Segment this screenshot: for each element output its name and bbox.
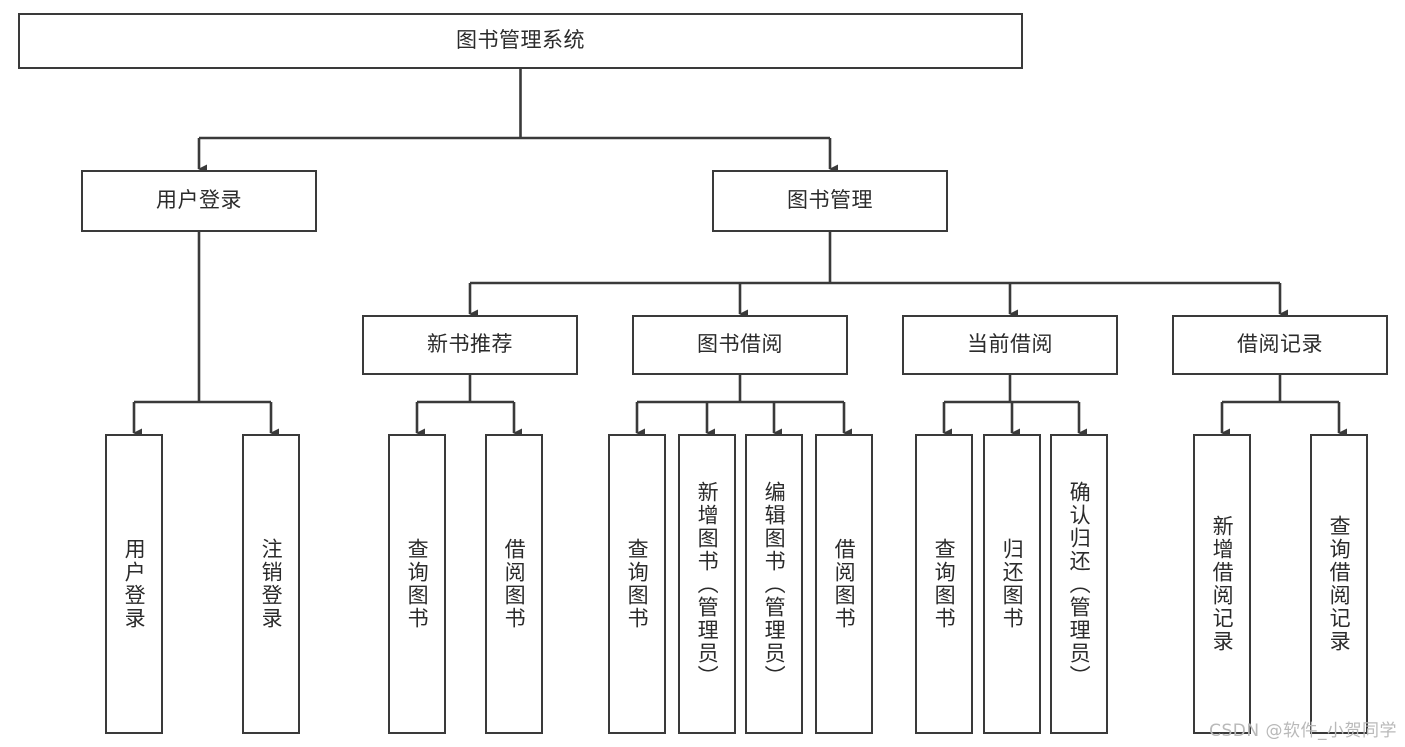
node-label-leaf-query-book-2: 查询图书 (625, 538, 650, 630)
node-leaf-query-record[interactable]: 查询借阅记录 (1310, 434, 1368, 734)
node-label-new-book-rec: 新书推荐 (427, 332, 513, 357)
node-label-leaf-borrow-book-2: 借阅图书 (832, 538, 857, 630)
node-root[interactable]: 图书管理系统 (18, 13, 1023, 69)
node-label-book-manage: 图书管理 (787, 188, 873, 213)
node-label-leaf-edit-book: 编辑图书（管理员） (762, 480, 787, 688)
node-label-leaf-query-book-1: 查询图书 (405, 538, 430, 630)
node-leaf-user-login[interactable]: 用户登录 (105, 434, 163, 734)
node-label-leaf-query-record: 查询借阅记录 (1327, 515, 1352, 653)
node-leaf-confirm-return[interactable]: 确认归还（管理员） (1050, 434, 1108, 734)
node-leaf-add-book[interactable]: 新增图书（管理员） (678, 434, 736, 734)
node-label-leaf-query-book-3: 查询图书 (932, 538, 957, 630)
node-leaf-query-book-3[interactable]: 查询图书 (915, 434, 973, 734)
node-leaf-borrow-book-2[interactable]: 借阅图书 (815, 434, 873, 734)
node-leaf-query-book-1[interactable]: 查询图书 (388, 434, 446, 734)
node-label-leaf-logout: 注销登录 (259, 538, 284, 630)
node-new-book-rec[interactable]: 新书推荐 (362, 315, 578, 375)
node-label-root: 图书管理系统 (456, 28, 585, 53)
node-label-leaf-add-book: 新增图书（管理员） (695, 480, 720, 688)
node-book-manage[interactable]: 图书管理 (712, 170, 948, 232)
node-leaf-query-book-2[interactable]: 查询图书 (608, 434, 666, 734)
node-leaf-borrow-book-1[interactable]: 借阅图书 (485, 434, 543, 734)
node-leaf-add-record[interactable]: 新增借阅记录 (1193, 434, 1251, 734)
node-borrow-record[interactable]: 借阅记录 (1172, 315, 1388, 375)
node-label-leaf-add-record: 新增借阅记录 (1210, 515, 1235, 653)
node-label-book-borrow: 图书借阅 (697, 332, 783, 357)
node-leaf-logout[interactable]: 注销登录 (242, 434, 300, 734)
node-leaf-edit-book[interactable]: 编辑图书（管理员） (745, 434, 803, 734)
node-label-current-borrow: 当前借阅 (967, 332, 1053, 357)
node-leaf-return-book[interactable]: 归还图书 (983, 434, 1041, 734)
node-current-borrow[interactable]: 当前借阅 (902, 315, 1118, 375)
watermark-text: CSDN @软件_小贺同学 (1209, 721, 1397, 741)
node-label-leaf-return-book: 归还图书 (1000, 538, 1025, 630)
node-label-leaf-confirm-return: 确认归还（管理员） (1067, 480, 1092, 688)
node-label-user-login: 用户登录 (156, 188, 242, 213)
node-label-leaf-user-login: 用户登录 (122, 538, 147, 630)
node-label-leaf-borrow-book-1: 借阅图书 (502, 538, 527, 630)
node-label-borrow-record: 借阅记录 (1237, 332, 1323, 357)
node-book-borrow[interactable]: 图书借阅 (632, 315, 848, 375)
node-user-login[interactable]: 用户登录 (81, 170, 317, 232)
